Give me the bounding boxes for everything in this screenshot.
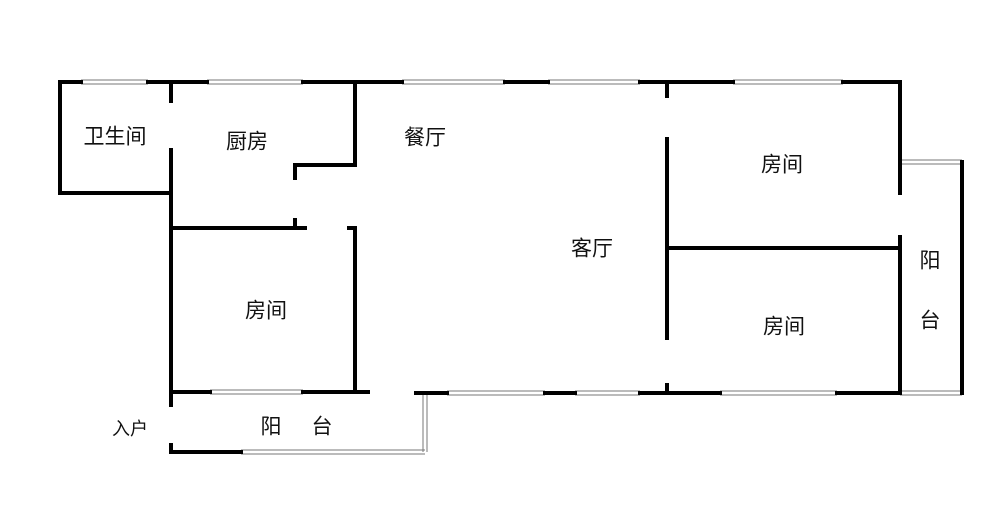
label-bedroom-bottom-right: 房间 [763,315,805,339]
label-bathroom: 卫生间 [84,125,147,149]
window [733,79,843,85]
windows [81,79,962,455]
label-balcony-right-1: 阳 [920,249,941,273]
walls [58,80,964,454]
room-labels: 卫生间 厨房 餐厅 客厅 房间 房间 房间 阳 台 入户 阳 台 [84,125,941,441]
label-balcony-right-2: 台 [920,309,941,333]
label-kitchen: 厨房 [226,130,268,154]
balcony-window [900,159,962,165]
label-living: 客厅 [571,237,613,261]
label-balcony-bottom-1: 阳 [261,415,282,439]
label-bedroom-top-right: 房间 [761,153,803,177]
window [575,390,640,396]
balcony-window [900,390,962,396]
window [210,389,303,395]
window [548,79,640,85]
label-entrance: 入户 [112,419,148,440]
window [402,79,505,85]
label-balcony-bottom-2: 台 [312,415,333,439]
balcony-window [241,449,425,455]
window [207,79,303,85]
window [81,79,148,85]
label-dining: 餐厅 [404,126,446,150]
window [720,390,837,396]
window [447,390,545,396]
label-bedroom-left: 房间 [245,299,287,323]
balcony-window [422,395,428,452]
